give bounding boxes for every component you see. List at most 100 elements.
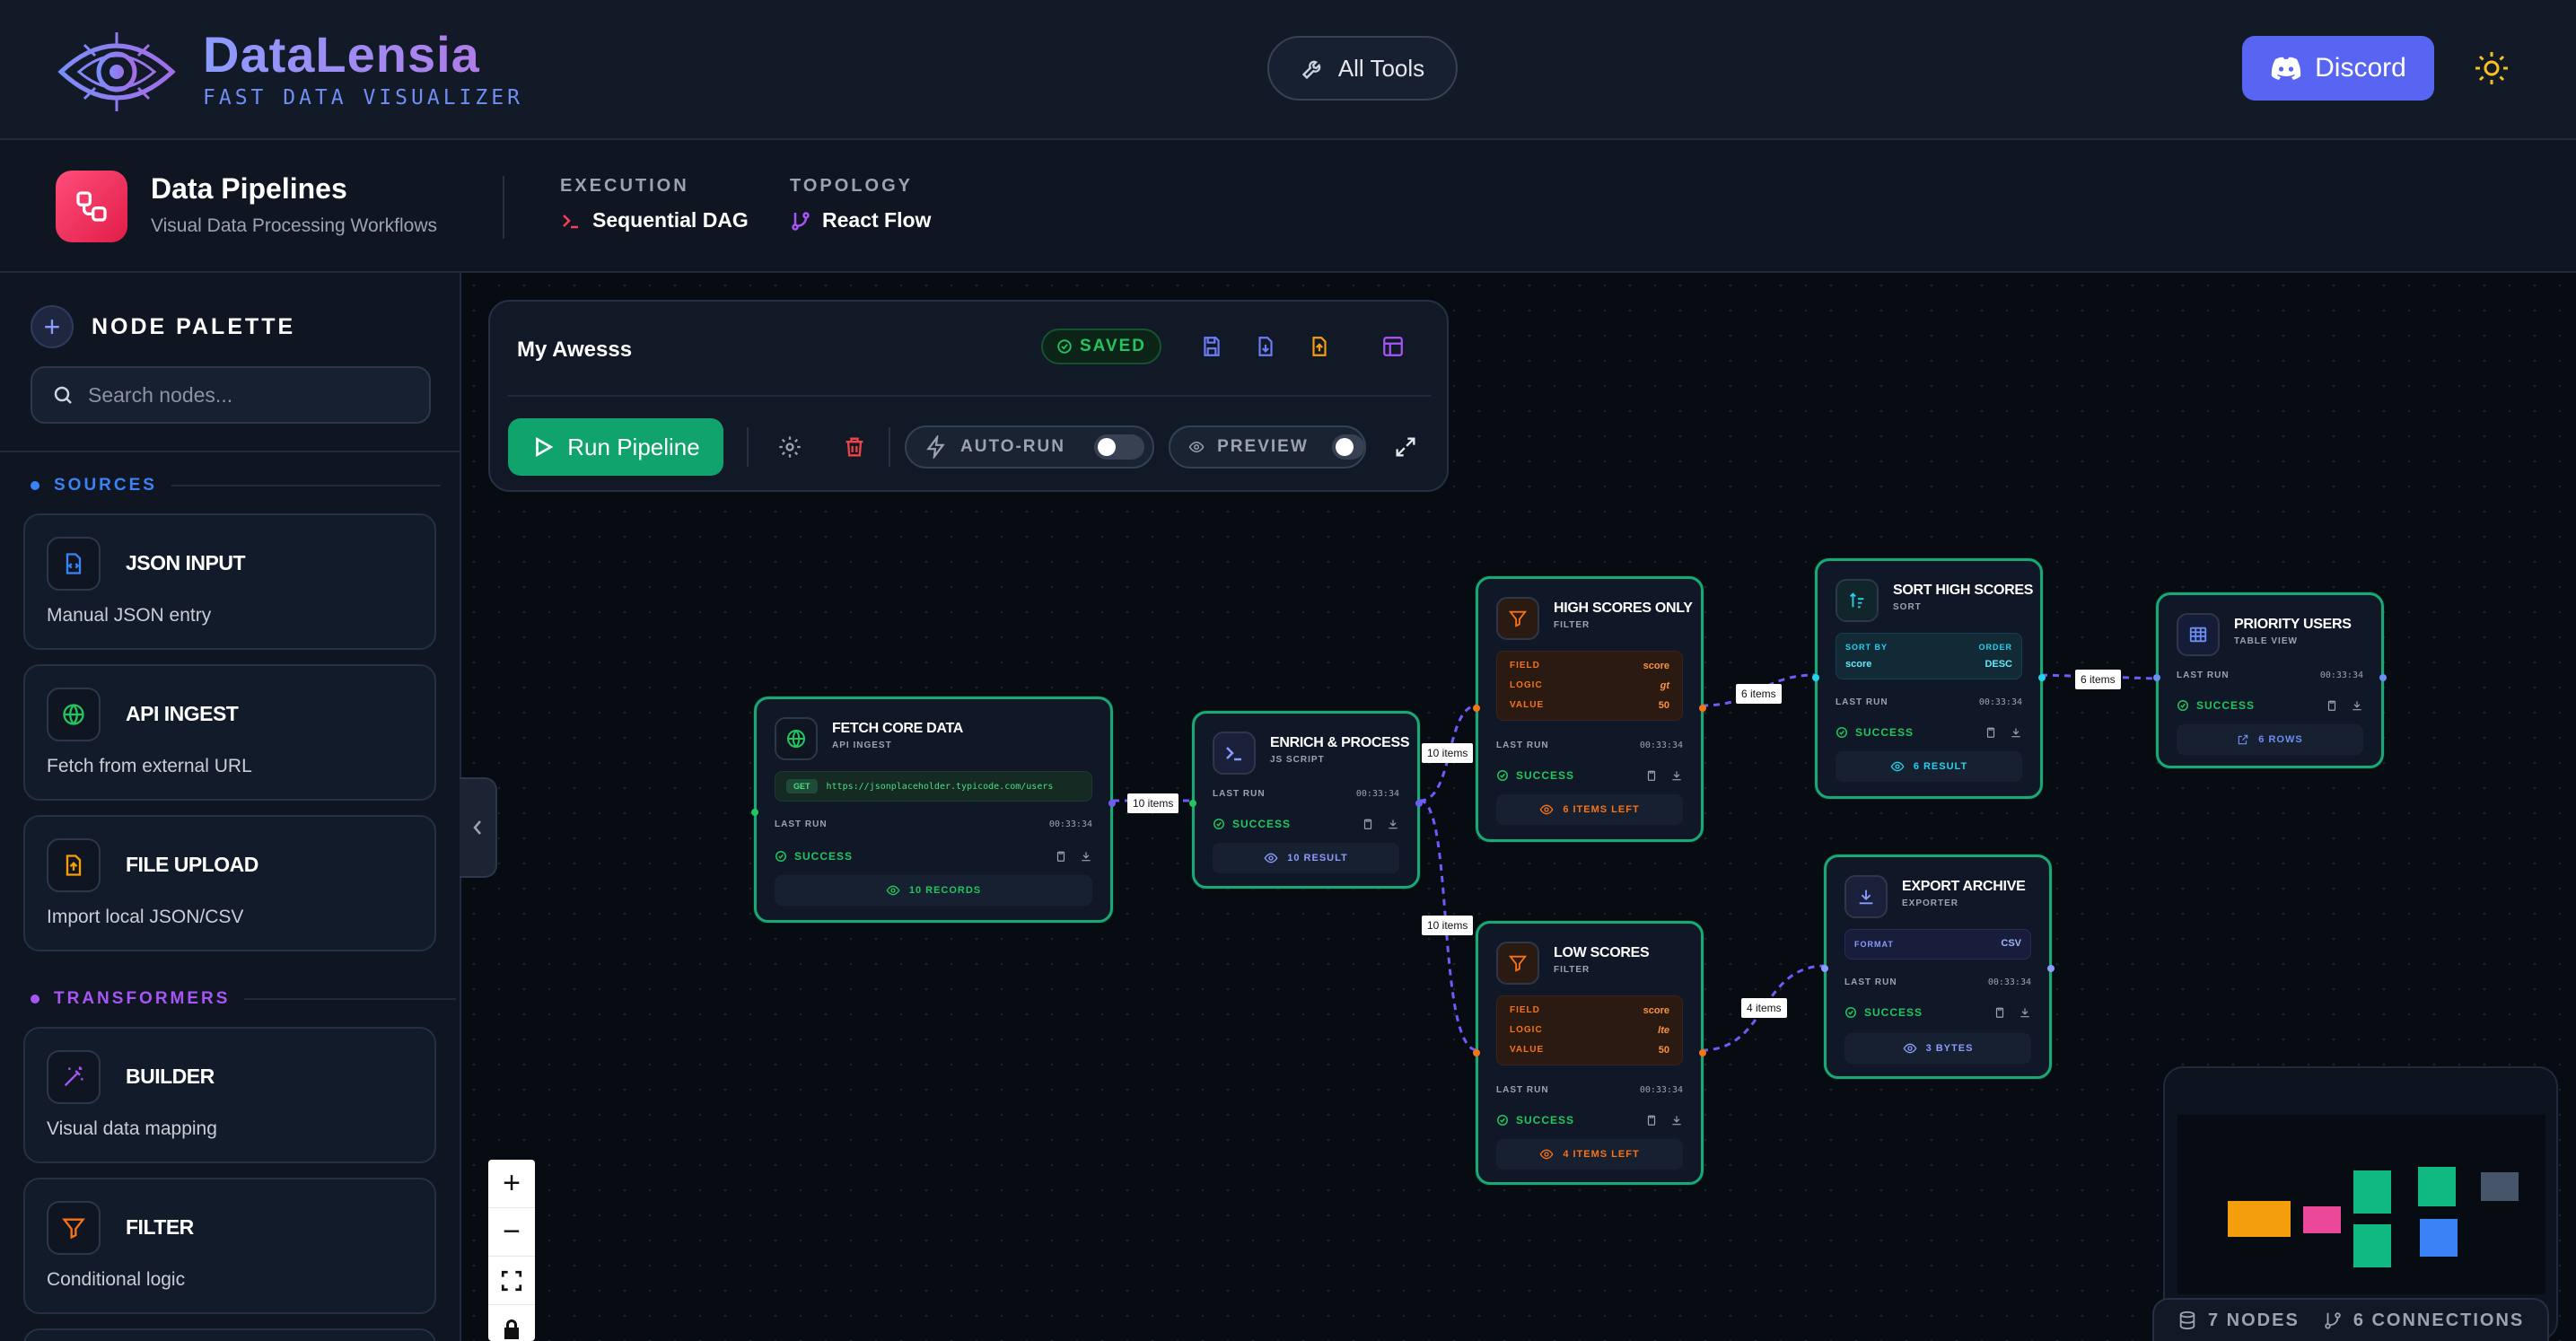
collapse-sidebar-button[interactable] [460,777,497,878]
result-button[interactable]: 6 ITEMS LEFT [1496,794,1683,825]
clipboard-icon[interactable] [1645,1114,1658,1126]
minimap[interactable] [2163,1066,2558,1341]
preview-toggle[interactable]: PREVIEW [1169,425,1366,469]
palette-item-builder[interactable]: BUILDER Visual data mapping [23,1027,436,1163]
input-port[interactable] [2153,674,2160,681]
eye-icon [1539,804,1554,815]
input-port[interactable] [1473,705,1480,712]
divider [503,176,504,239]
nodes-count: 7 NODES [2177,1310,2300,1331]
node-palette-sidebar: + NODE PALETTE SOURCES JSON INPUT Manual… [0,273,461,1341]
eye-icon [1539,1149,1554,1160]
clipboard-icon[interactable] [1362,818,1374,830]
layout-template-icon[interactable] [1375,329,1411,364]
node-priority-users[interactable]: PRIORITY USERS TABLE VIEW LAST RUN 00:33… [2153,592,2387,768]
input-port[interactable] [1473,1049,1480,1056]
output-port[interactable] [1108,800,1116,807]
output-port[interactable] [2047,965,2055,972]
result-button[interactable]: 6 RESULT [1836,751,2022,782]
upload-file-icon[interactable] [1301,329,1337,364]
result-button[interactable]: 6 ROWS [2177,724,2363,755]
auto-run-switch[interactable] [1093,434,1144,460]
output-port[interactable] [2379,674,2387,681]
status-badge: SUCCESS [1496,769,1574,782]
result-button[interactable]: 10 RECORDS [775,875,1092,906]
palette-item-filter[interactable]: FILTER Conditional logic [23,1178,436,1314]
clipboard-icon[interactable] [1055,850,1067,863]
gear-icon[interactable] [772,429,808,465]
clipboard-icon[interactable] [1985,726,1997,739]
execution-label: EXECUTION [560,176,689,196]
input-port[interactable] [751,809,758,816]
status-badge: SUCCESS [1844,1006,1923,1019]
result-button[interactable]: 4 ITEMS LEFT [1496,1139,1683,1170]
clipboard-icon[interactable] [1993,1006,2006,1019]
download-icon[interactable] [1670,769,1683,782]
palette-item-file-upload[interactable]: FILE UPLOAD Import local JSON/CSV [23,815,436,951]
search-input[interactable] [88,382,411,408]
download-icon[interactable] [1670,1114,1683,1126]
expand-icon[interactable] [1388,429,1424,465]
fit-view-icon[interactable] [488,1257,535,1305]
palette-item-api-ingest[interactable]: API INGEST Fetch from external URL [23,664,436,801]
zoom-out-icon[interactable]: − [488,1208,535,1257]
node-enrich-process[interactable]: ENRICH & PROCESS JS SCRIPT LAST RUN 00:3… [1189,711,1423,889]
minimap-node [2353,1170,2391,1214]
download-file-icon[interactable] [1248,329,1284,364]
output-port[interactable] [2038,674,2046,681]
output-port[interactable] [1699,1049,1706,1056]
node-export-archive[interactable]: EXPORT ARCHIVE EXPORTER FORMAT CSV LAST … [1821,855,2055,1079]
input-port[interactable] [1812,674,1819,681]
globe-icon [775,717,818,760]
download-icon[interactable] [1080,850,1092,863]
play-icon [536,436,554,458]
connections-count: 6 CONNECTIONS [2323,1310,2524,1331]
node-sort-high-scores[interactable]: SORT HIGH SCORES SORT SORT BY score ORDE… [1812,558,2046,799]
discord-label: Discord [2315,53,2406,83]
url-field[interactable]: GET https://jsonplaceholder.typicode.com… [775,771,1092,802]
top-bar: DataLensia FAST DATA VISUALIZER All Tool… [0,0,2576,140]
minimap-node [2303,1206,2341,1233]
save-icon[interactable] [1194,329,1230,364]
eye-logo-icon [57,32,176,111]
zoom-in-icon[interactable]: + [488,1160,535,1208]
download-icon[interactable] [2351,699,2363,712]
run-pipeline-button[interactable]: Run Pipeline [508,418,723,476]
input-port[interactable] [1189,800,1196,807]
download-icon[interactable] [2019,1006,2031,1019]
preview-switch[interactable] [1331,434,1364,460]
format-config[interactable]: FORMAT CSV [1844,929,2031,960]
check-circle-icon [1845,1007,1856,1018]
pipeline-name[interactable]: My Awesss [517,337,633,362]
trash-icon[interactable] [837,429,872,465]
sort-config[interactable]: SORT BY score ORDER DESC [1836,633,2022,679]
download-icon [1844,875,1888,918]
node-fetch-core-data[interactable]: FETCH CORE DATA API INGEST GET https://j… [751,697,1116,923]
lock-icon[interactable] [488,1305,535,1341]
result-button[interactable]: 3 BYTES [1844,1033,2031,1064]
wrench-icon [1301,60,1321,80]
result-button[interactable]: 10 RESULT [1213,843,1399,873]
minimap-node [2228,1201,2291,1237]
discord-button[interactable]: Discord [2242,36,2434,101]
divider [508,395,1431,397]
download-icon[interactable] [1387,818,1399,830]
plus-icon[interactable]: + [31,305,74,348]
clipboard-icon[interactable] [2326,699,2338,712]
output-port[interactable] [1699,705,1706,712]
status-badge: SUCCESS [1836,726,1914,739]
palette-item-json-input[interactable]: JSON INPUT Manual JSON entry [23,513,436,650]
input-port[interactable] [1821,965,1828,972]
clipboard-icon[interactable] [1645,769,1658,782]
download-icon[interactable] [2010,726,2022,739]
auto-run-toggle[interactable]: AUTO-RUN [905,425,1154,469]
output-port[interactable] [1415,800,1423,807]
sun-theme-toggle-icon[interactable] [2474,50,2510,86]
chevron-left-icon [473,820,481,835]
all-tools-button[interactable]: All Tools [1267,36,1458,101]
search-icon [54,386,72,404]
